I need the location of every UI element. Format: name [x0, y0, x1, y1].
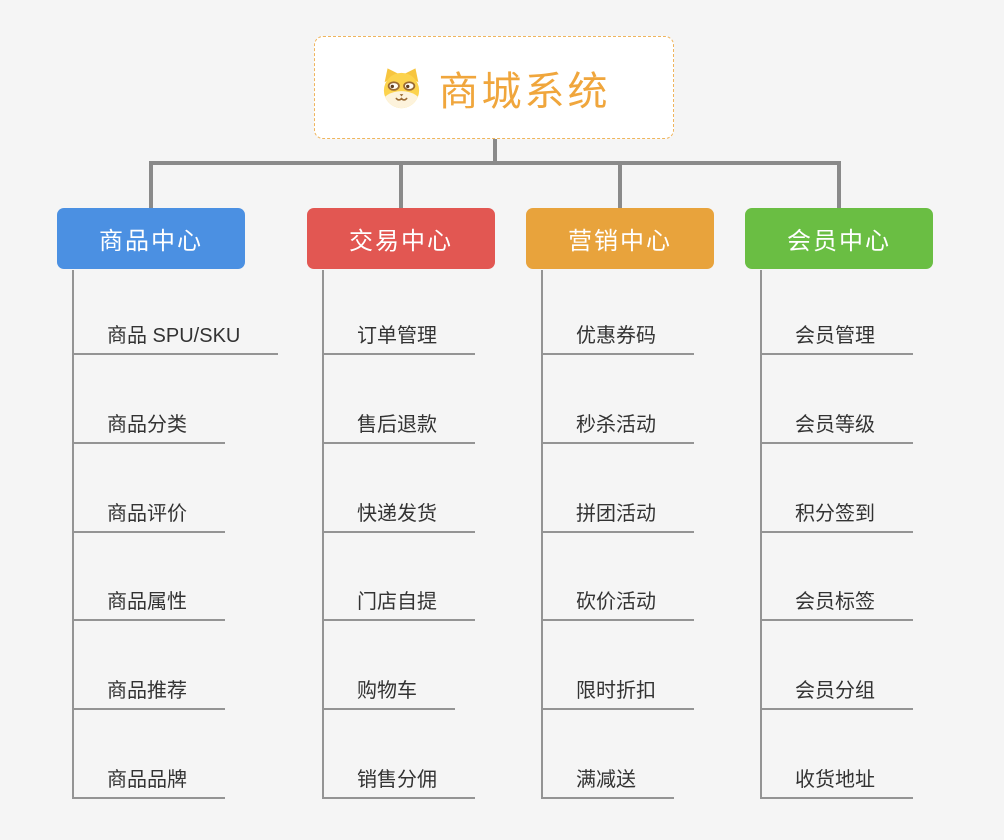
branch-node[interactable]: 交易中心	[307, 208, 495, 269]
leaf-label: 售后退款	[324, 408, 475, 444]
leaf-node[interactable]: 商品评价	[74, 444, 278, 533]
root-node[interactable]: 商城系统	[314, 36, 674, 139]
leaf-label: 会员等级	[762, 408, 913, 444]
leaf-label: 商品推荐	[74, 674, 225, 711]
leaf-label: 商品品牌	[74, 763, 225, 799]
leaf-node[interactable]: 商品推荐	[74, 621, 278, 711]
leaf-label: 拼团活动	[543, 497, 694, 533]
branch-label: 商品中心	[99, 228, 203, 255]
branch-label: 营销中心	[568, 228, 672, 255]
connector-drop-line	[399, 161, 403, 208]
leaf-label: 购物车	[324, 674, 455, 711]
leaf-node[interactable]: 砍价活动	[543, 533, 694, 622]
leaf-node[interactable]: 会员分组	[762, 621, 913, 711]
leaf-label: 满减送	[543, 763, 674, 799]
branch-label: 会员中心	[787, 228, 891, 255]
branch-column: 优惠券码秒杀活动拼团活动砍价活动限时折扣满减送	[541, 270, 694, 799]
leaf-node[interactable]: 积分签到	[762, 444, 913, 533]
leaf-label: 商品分类	[74, 408, 225, 444]
dog-face-icon	[378, 66, 425, 109]
leaf-node[interactable]: 门店自提	[324, 533, 475, 622]
connector-drop-line	[618, 161, 622, 208]
leaf-node[interactable]: 会员等级	[762, 355, 913, 444]
leaf-node[interactable]: 销售分佣	[324, 710, 475, 799]
leaf-label: 商品属性	[74, 585, 225, 622]
leaf-label: 订单管理	[324, 319, 475, 355]
leaf-label: 会员管理	[762, 319, 913, 355]
leaf-node[interactable]: 商品品牌	[74, 710, 278, 799]
leaf-node[interactable]: 限时折扣	[543, 621, 694, 711]
leaf-node[interactable]: 商品 SPU/SKU	[74, 270, 279, 355]
branch-node[interactable]: 营销中心	[526, 208, 714, 269]
leaf-label: 会员分组	[762, 674, 913, 711]
leaf-node[interactable]: 拼团活动	[543, 444, 694, 533]
leaf-label: 商品评价	[74, 497, 225, 533]
leaf-label: 门店自提	[324, 585, 475, 622]
leaf-label: 优惠券码	[543, 319, 694, 355]
leaf-node[interactable]: 满减送	[543, 710, 694, 799]
leaf-label: 秒杀活动	[543, 408, 694, 444]
branch-column: 订单管理售后退款快递发货门店自提购物车销售分佣	[322, 270, 475, 799]
branch-node[interactable]: 会员中心	[745, 208, 933, 269]
leaf-node[interactable]: 商品分类	[74, 355, 278, 444]
branch-label: 交易中心	[349, 228, 453, 255]
branch-column: 商品 SPU/SKU 商品分类商品评价商品属性商品推荐商品品牌	[72, 270, 279, 799]
connector-drop-line	[149, 161, 153, 208]
leaf-label: 商品 SPU/SKU	[74, 319, 279, 355]
leaf-node[interactable]: 会员标签	[762, 533, 913, 622]
connector-root-stub	[493, 139, 497, 162]
leaf-node[interactable]: 快递发货	[324, 444, 475, 533]
leaf-label: 限时折扣	[543, 674, 694, 711]
leaf-node[interactable]: 会员管理	[762, 270, 913, 355]
leaf-label: 销售分佣	[324, 763, 475, 799]
leaf-node[interactable]: 收货地址	[762, 710, 913, 799]
leaf-node[interactable]: 优惠券码	[543, 270, 694, 355]
leaf-node[interactable]: 商品属性	[74, 533, 278, 622]
connector-bus-line	[149, 161, 841, 165]
leaf-node[interactable]: 售后退款	[324, 355, 475, 444]
root-title: 商城系统	[438, 69, 611, 114]
leaf-label: 砍价活动	[543, 585, 694, 622]
connector-drop-line	[837, 161, 841, 208]
branch-column: 会员管理会员等级积分签到会员标签会员分组收货地址	[760, 270, 913, 799]
leaf-label: 快递发货	[324, 497, 475, 533]
leaf-label: 会员标签	[762, 585, 913, 622]
leaf-label: 积分签到	[762, 497, 913, 533]
leaf-node[interactable]: 购物车	[324, 621, 475, 711]
leaf-label: 收货地址	[762, 763, 913, 799]
leaf-node[interactable]: 订单管理	[324, 270, 475, 355]
branch-node[interactable]: 商品中心	[57, 208, 245, 269]
leaf-node[interactable]: 秒杀活动	[543, 355, 694, 444]
